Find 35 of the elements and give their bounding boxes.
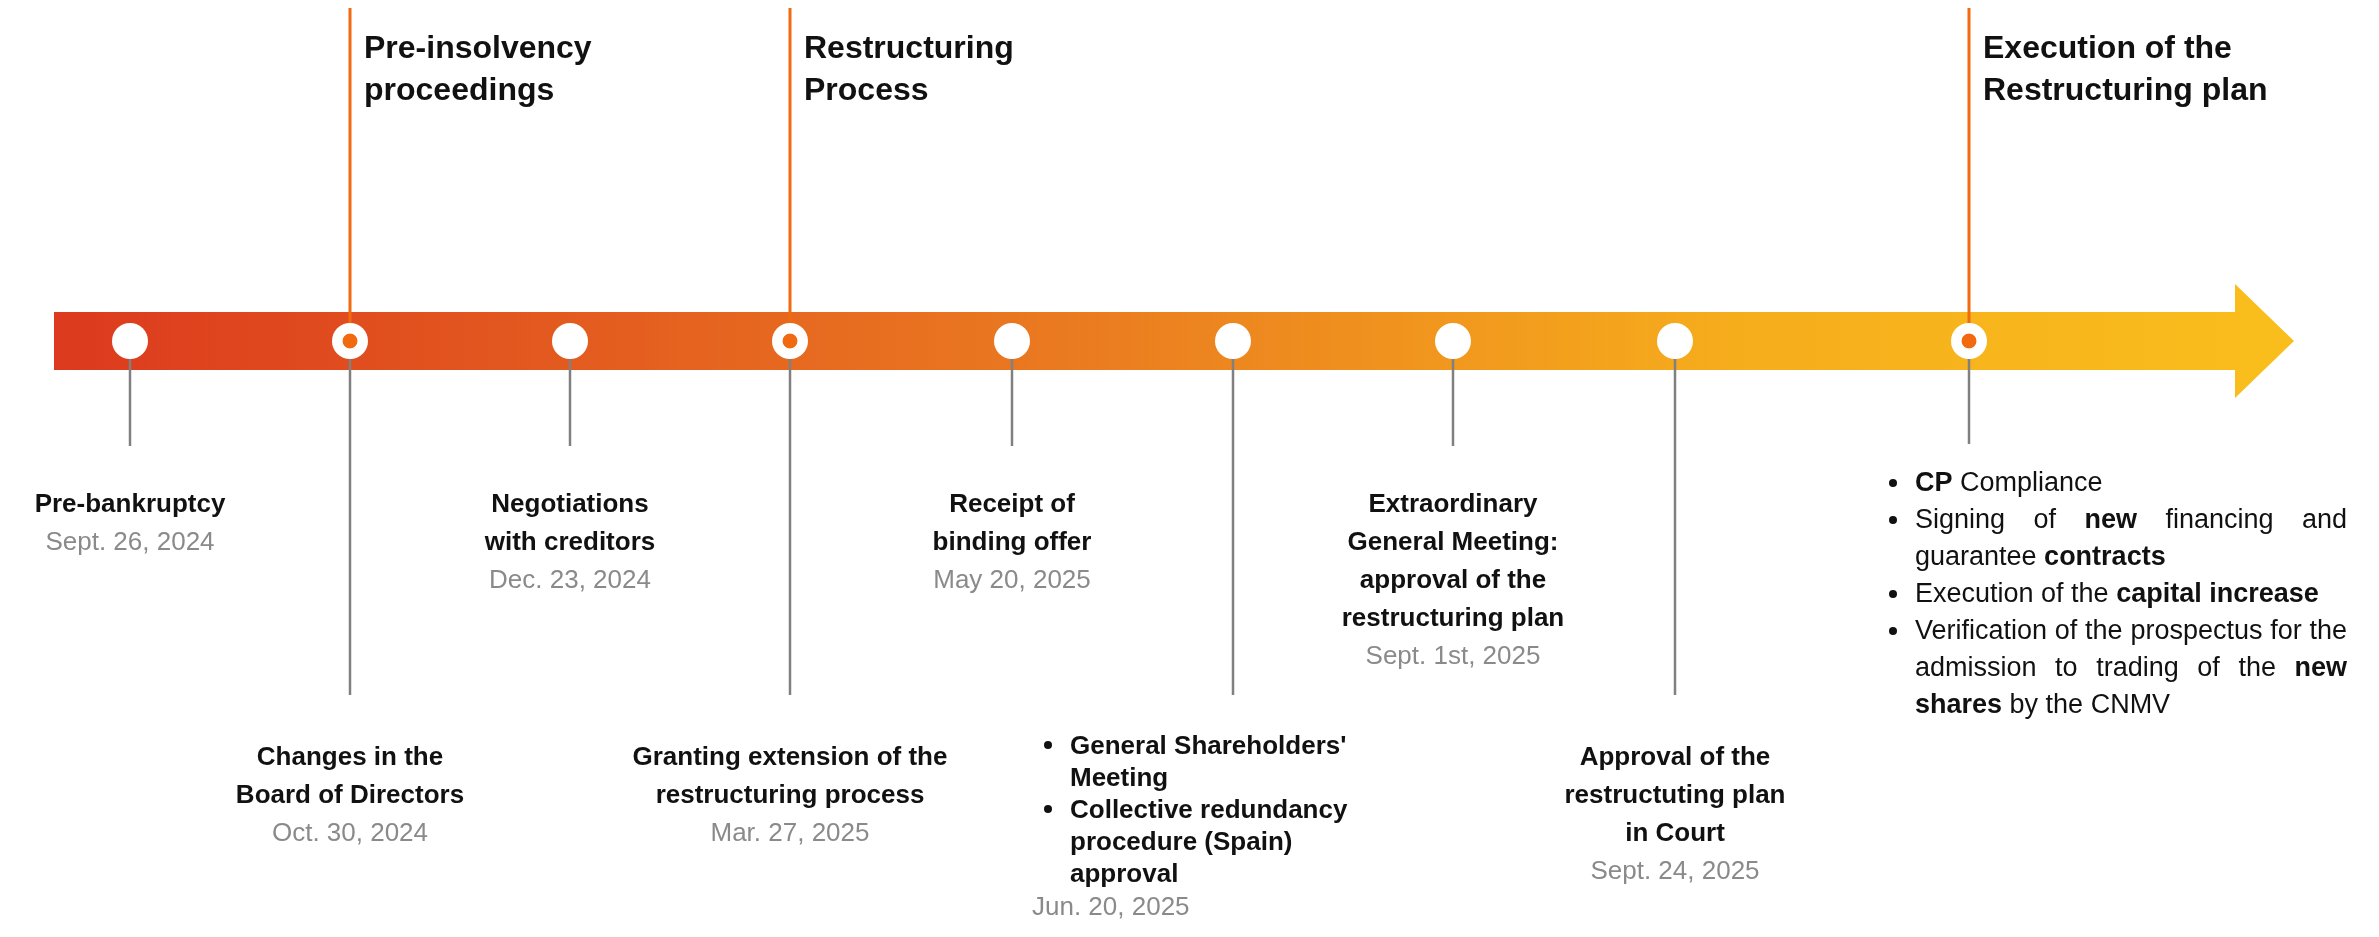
- event-date: Jun. 20, 2025: [1032, 890, 1191, 923]
- event-title: Receipt of binding offer: [931, 487, 1093, 558]
- leader-line: [1967, 359, 1971, 444]
- event-date: Mar. 27, 2025: [709, 816, 871, 849]
- event-title: Approval of the restructuting plan in Court: [1563, 740, 1787, 849]
- leader-line: [568, 359, 572, 446]
- event-date: Dec. 23, 2024: [488, 563, 652, 596]
- bullet-item: General Shareholders' Meeting: [1040, 729, 1362, 793]
- leader-line: [1673, 359, 1677, 695]
- phase-heading: Pre-insolvency proceedings: [350, 8, 710, 110]
- bullet-item: Collective redundancy procedure (Spain) approval: [1040, 793, 1362, 889]
- event-title: Granting extension of the restructuring process: [631, 740, 949, 811]
- phase-heading: Restructuring Process: [790, 8, 1110, 110]
- event-title: Extraordinary General Meeting: approval of the restructuring plan: [1340, 487, 1566, 634]
- bullet-item: Execution of the capital increase: [1885, 575, 2347, 612]
- event-date: May 20, 2025: [932, 563, 1092, 596]
- leader-line: [788, 359, 792, 695]
- phase-marker-line: [1967, 8, 1971, 323]
- event-date: Sept. 1st, 2025: [1364, 639, 1542, 672]
- leader-line: [1010, 359, 1014, 446]
- event-title: Negotiations with creditors: [483, 487, 657, 558]
- event-title: Pre-bankruptcy: [33, 487, 227, 520]
- event-date: Oct. 30, 2024: [270, 816, 430, 849]
- bullet-item: Verification of the prospectus for the admission to trading of the new shares by the CNMV: [1885, 612, 2347, 723]
- phase-marker-line: [788, 8, 792, 323]
- leader-line: [1451, 359, 1455, 446]
- event-date: Sept. 24, 2025: [1589, 854, 1761, 887]
- leader-line: [348, 359, 352, 695]
- leader-line: [128, 359, 132, 446]
- event-title: Changes in the Board of Directors: [234, 740, 466, 811]
- event-date: Sept. 26, 2024: [44, 525, 216, 558]
- bullet-item: CP Compliance: [1885, 464, 2347, 501]
- phase-marker-line: [348, 8, 352, 323]
- leader-line: [1231, 359, 1235, 695]
- phase-heading: Execution of the Restructuring plan: [1969, 8, 2359, 110]
